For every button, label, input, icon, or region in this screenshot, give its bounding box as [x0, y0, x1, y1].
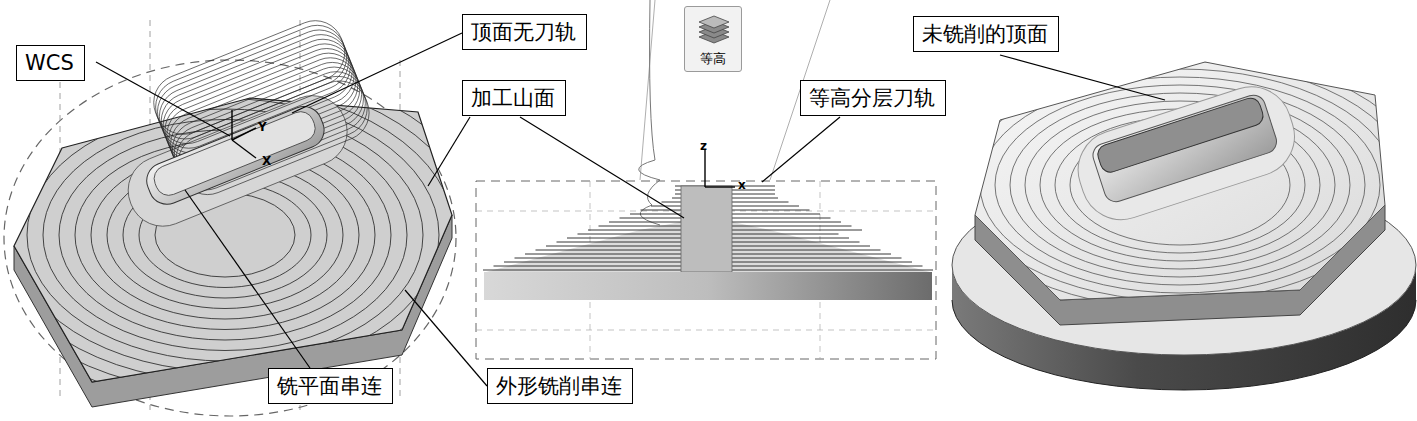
callout-text: 铣平面串连 [277, 374, 382, 398]
left-part-figure [0, 12, 535, 421]
icon-label: 等高 [685, 51, 741, 67]
callout-box: 加工山面 [462, 80, 566, 116]
leader-line [520, 117, 684, 218]
right-rendered-figure [905, 37, 1417, 390]
leader-line [762, 117, 840, 182]
leader-line [292, 33, 462, 113]
callout-text: 外形铣削串连 [496, 374, 622, 398]
axis-label: Y [258, 121, 267, 134]
callout-text: 顶面无刀轨 [471, 20, 576, 44]
callout-box: 外形铣削串连 [487, 368, 633, 404]
callout-box: 顶面无刀轨 [462, 14, 587, 50]
callout-box: 未铣削的顶面 [913, 16, 1059, 52]
toolbar-icon: 等高 [684, 6, 742, 72]
callout-box: 等高分层刀轨 [800, 80, 946, 116]
callout-text: 加工山面 [471, 86, 555, 110]
axis-label: z [700, 140, 707, 153]
callout-text: 等高分层刀轨 [809, 86, 935, 110]
axis-label: X [262, 155, 271, 168]
axis-label: x [738, 179, 746, 192]
leader-line [405, 290, 487, 386]
leader-line [1000, 55, 1165, 100]
leader-line [428, 117, 470, 186]
leader-line [185, 190, 310, 368]
callout-text: 未铣削的顶面 [922, 22, 1048, 46]
leader-line [96, 62, 230, 136]
callout-box: WCS [16, 45, 85, 81]
middle-section-figure [476, 0, 936, 359]
callout-text: WCS [25, 51, 74, 75]
callout-box: 铣平面串连 [268, 368, 393, 404]
